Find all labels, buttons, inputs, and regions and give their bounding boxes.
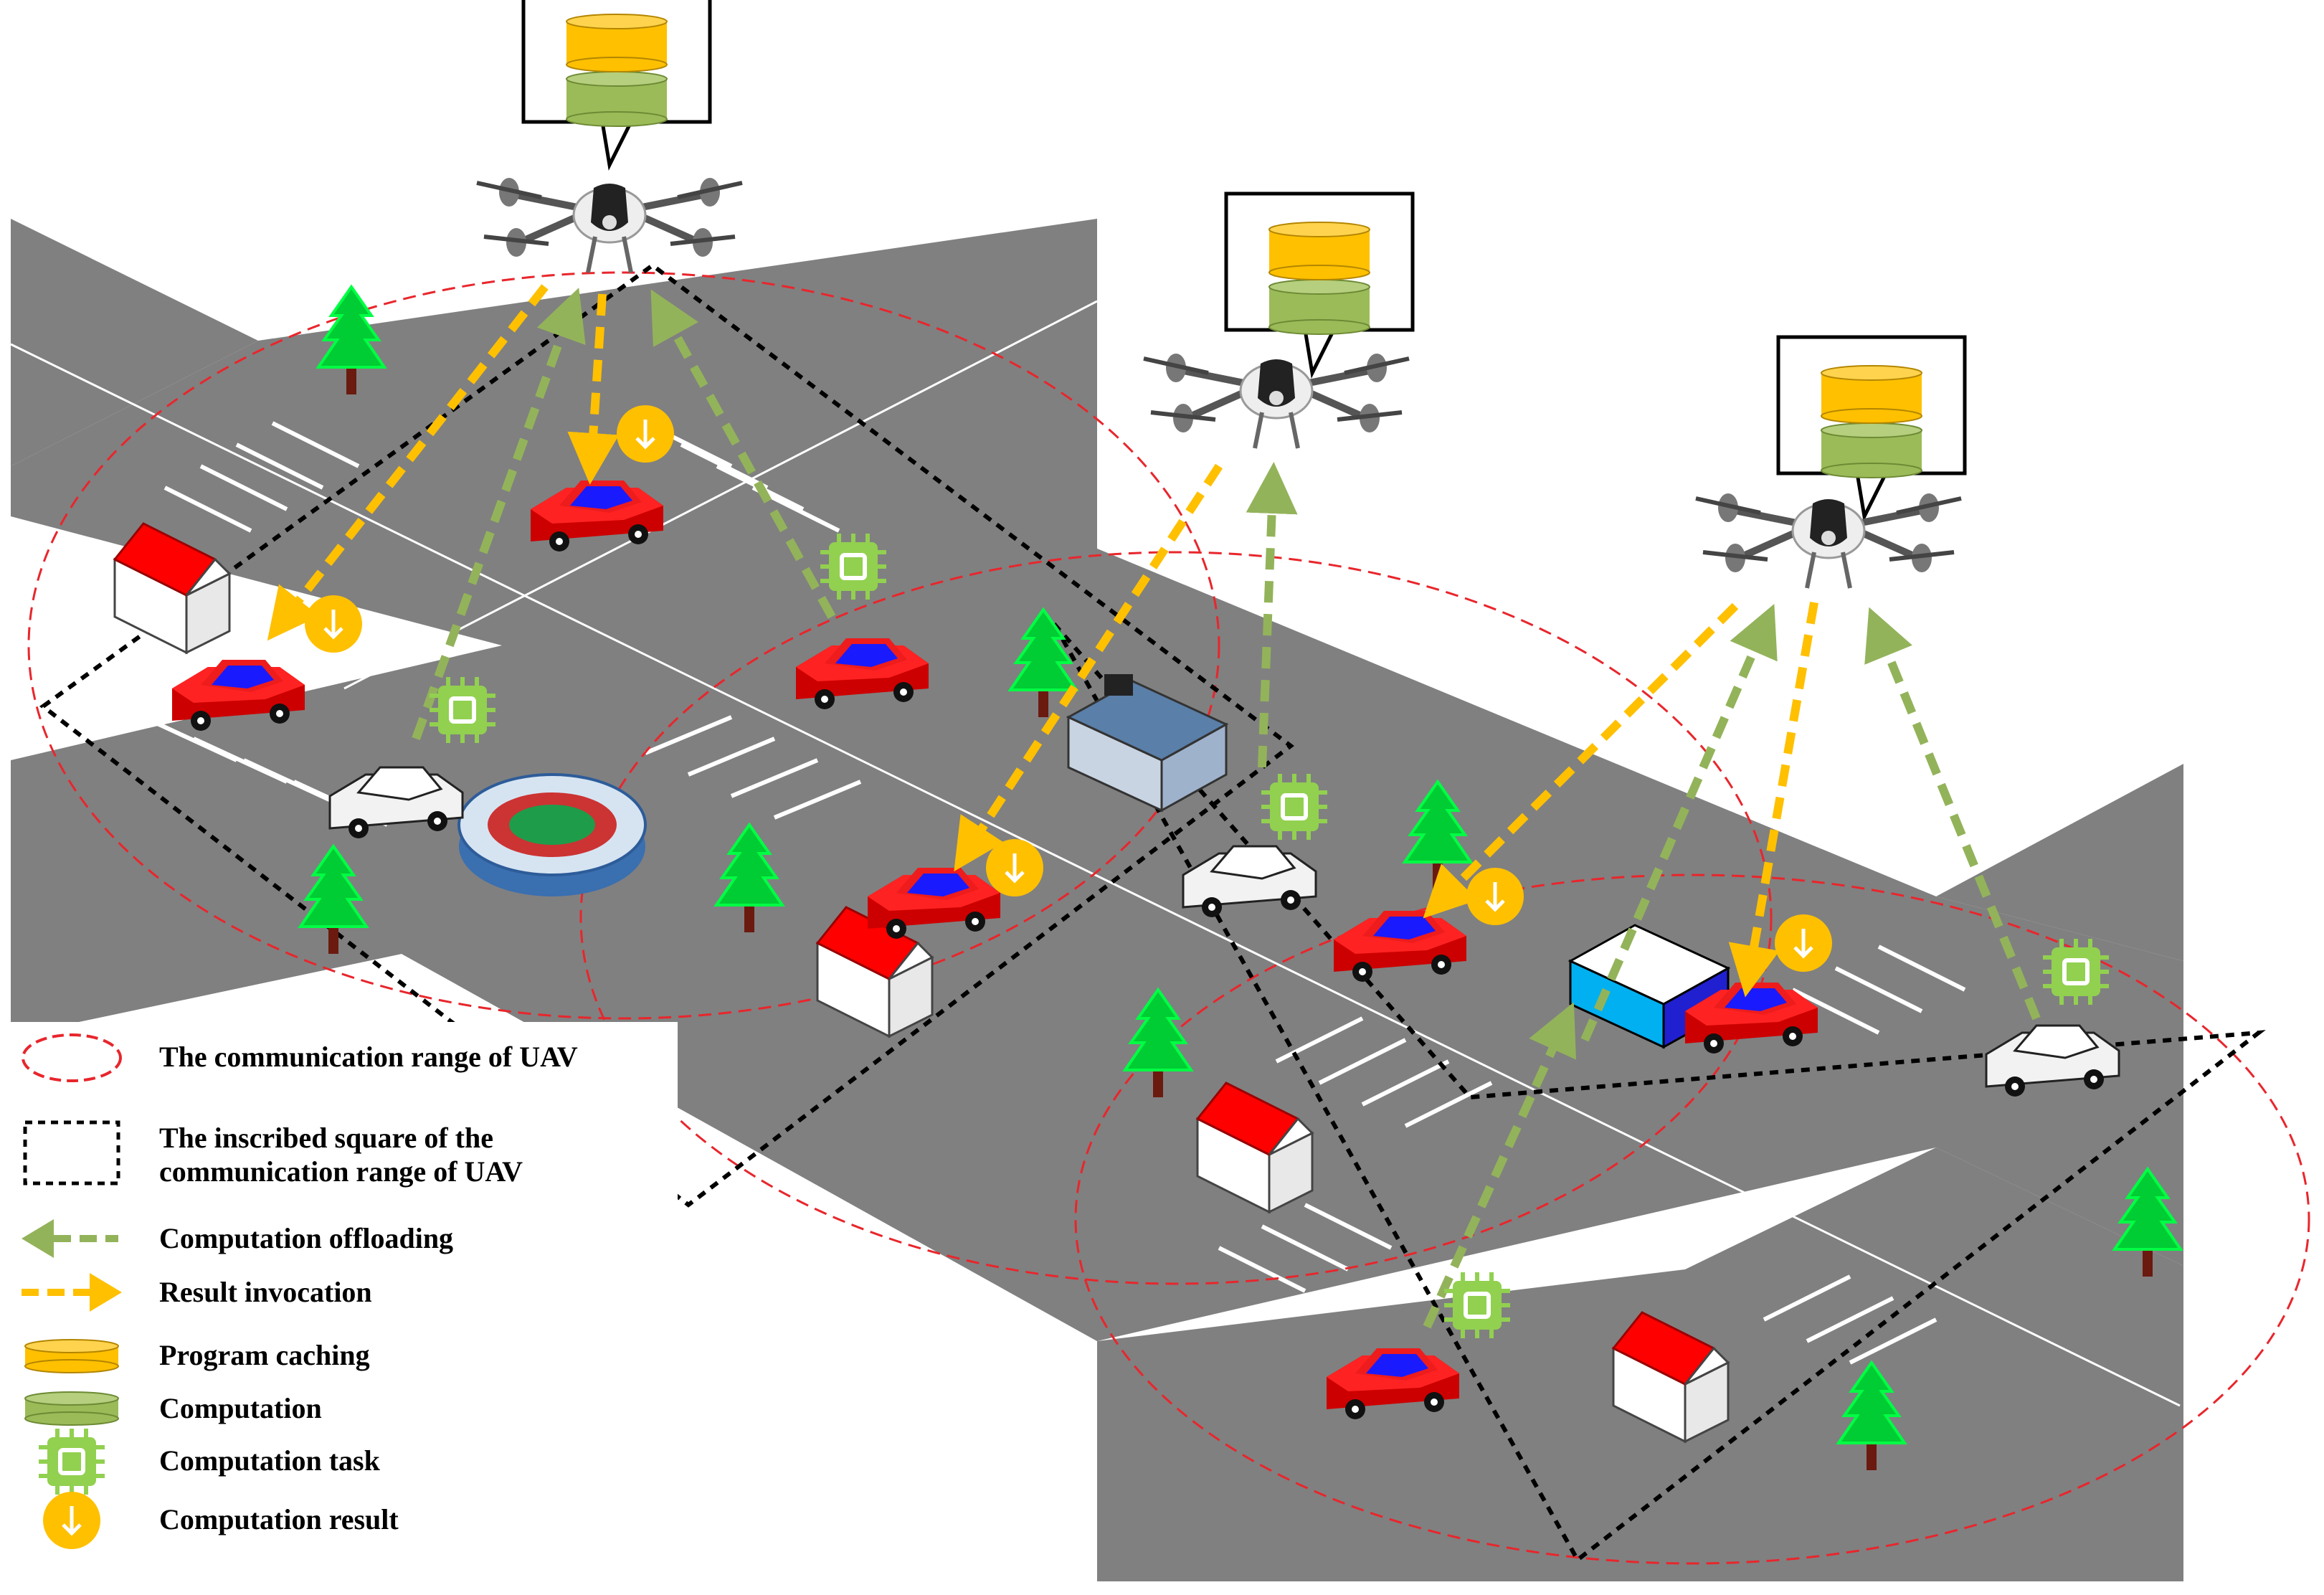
invocation-arrows	[267, 284, 1818, 998]
legend-computation-swatch	[24, 1391, 119, 1426]
legend-square-label-line1: The inscribed square of the	[159, 1122, 493, 1154]
download-circle-icon	[1466, 868, 1524, 925]
stadium-icon	[457, 773, 647, 896]
uav-group-3	[1696, 337, 1965, 588]
uav-drone-icon	[477, 178, 742, 273]
buildings	[113, 522, 1731, 1443]
parking-lines	[142, 421, 1966, 1365]
offloading-arrows	[412, 288, 2041, 1329]
road-network	[10, 219, 2183, 1581]
download-circle-icon	[986, 839, 1043, 896]
legend: The communication range of UAV The inscr…	[11, 1022, 678, 1585]
uav-group-2	[1144, 194, 1413, 448]
uav-drone-icon	[1144, 354, 1409, 448]
legend-result-label: Computation result	[159, 1503, 399, 1535]
legend-square-swatch	[23, 1120, 120, 1185]
legend-invocation-label: Result invocation	[159, 1276, 372, 1308]
legend-offloading-label: Computation offloading	[159, 1222, 453, 1254]
legend-task-label: Computation task	[159, 1444, 381, 1477]
download-circle-icon	[305, 595, 362, 653]
legend-offloading-swatch	[22, 1219, 118, 1258]
download-circle-icon	[43, 1492, 100, 1549]
uav-group-1	[477, 0, 742, 273]
legend-range-label: The communication range of UAV	[159, 1041, 578, 1073]
legend-range-swatch	[22, 1033, 122, 1082]
uav-drone-icon	[1696, 493, 1961, 588]
legend-invocation-swatch	[22, 1273, 122, 1312]
inscribed-squares	[39, 262, 2266, 1563]
office-building-icon	[1066, 674, 1229, 813]
legend-square-label-line2: communication range of UAV	[159, 1155, 523, 1188]
communication-ranges	[27, 271, 2310, 1565]
download-circle-icon	[1775, 914, 1832, 972]
download-circle-icon	[617, 405, 674, 463]
legend-caching-label: Program caching	[159, 1339, 370, 1371]
legend-caching-swatch	[24, 1339, 119, 1373]
legend-computation-label: Computation	[159, 1392, 322, 1424]
